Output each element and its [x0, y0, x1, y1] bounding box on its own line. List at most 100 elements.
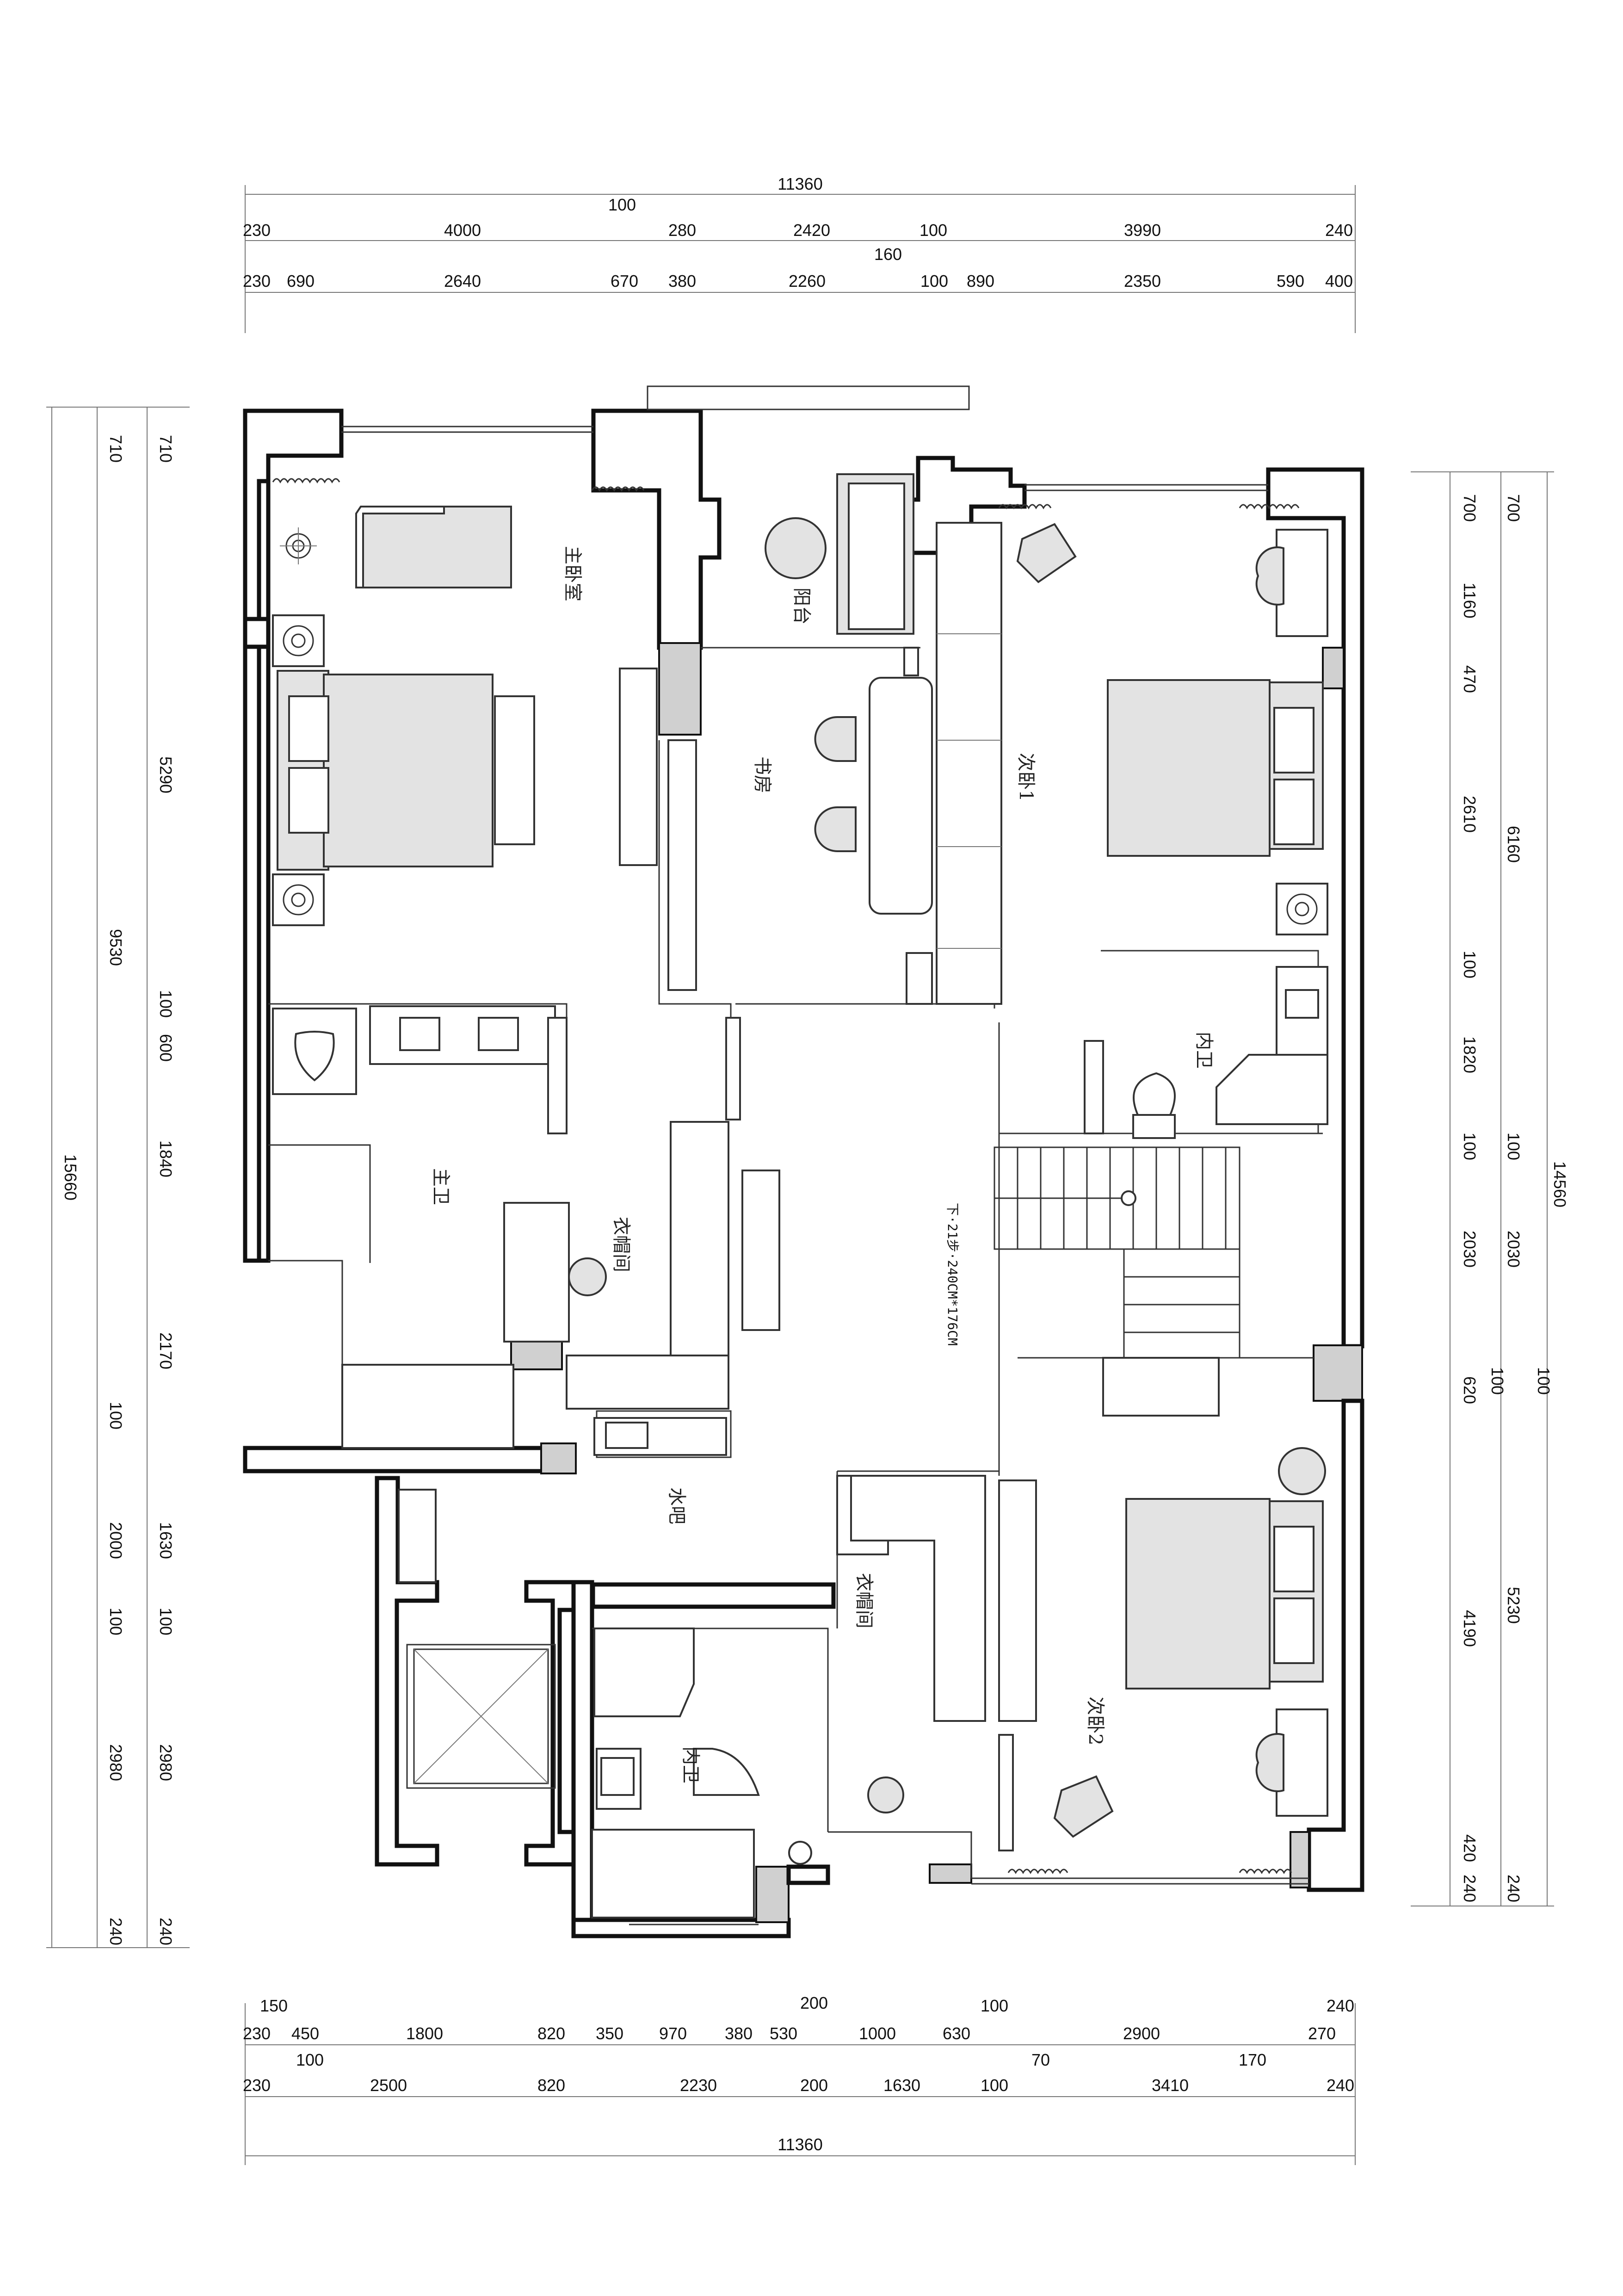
right-inner-dim: 620: [1460, 1376, 1479, 1404]
water-bar-label: 水吧: [666, 1487, 687, 1524]
left-outer-dim: 2980: [106, 1744, 125, 1781]
bottom-row1-dim: 630: [943, 2024, 970, 2043]
bedroom2-furniture: [1007, 1447, 1328, 1875]
left-outer-dim: 2000: [106, 1522, 125, 1559]
bottom-100-dim: 100: [296, 2050, 324, 2069]
master-bedroom-furniture: [272, 478, 658, 926]
right-inner-dim: 240: [1460, 1875, 1479, 1902]
right-inner-dim: 420: [1460, 1834, 1479, 1862]
right-inner-dim: 100: [1460, 1133, 1479, 1160]
master-closet-label: 衣帽间: [611, 1217, 632, 1272]
bottom-row1-dim: 970: [659, 2024, 687, 2043]
top-row2-dim: 670: [611, 272, 638, 291]
right-inner-dim: 2030: [1460, 1231, 1479, 1268]
bedroom2-label: 次卧2: [1085, 1696, 1106, 1745]
top-row1-dim: 230: [243, 221, 271, 240]
master-bedroom-label: 主卧室: [562, 546, 583, 601]
right-outer-dim: 240: [1504, 1875, 1523, 1902]
bottom-row1-dim: 450: [291, 2024, 319, 2043]
bottom-70-dim: 70: [1031, 2050, 1050, 2069]
windows: [341, 385, 1309, 1925]
bottom-row3-dim: 1630: [883, 2076, 920, 2095]
right-inner-dim: 1160: [1460, 582, 1479, 618]
right-outer-dim: 2030: [1504, 1231, 1523, 1268]
master-bath-furniture: [272, 1005, 570, 1449]
bottom-row1-dim: 1000: [859, 2024, 896, 2043]
left-outer-dim: 240: [106, 1918, 125, 1945]
left-lone-100-dim: 100: [106, 1402, 125, 1430]
top-row2-dim: 890: [967, 272, 994, 291]
right-inner-dim: 470: [1460, 665, 1479, 693]
bottom-row3-dim: 200: [800, 2076, 828, 2095]
closet2-label: 衣帽间: [853, 1573, 875, 1628]
bottom-dimensions: 150 200 100 240 230 450 1800 820 350 970…: [243, 1993, 1356, 2165]
top-row2-dim: 590: [1277, 272, 1304, 291]
ensuite1-furniture: [1084, 966, 1328, 1139]
room-labels: 主卧室 阳台 书房 次卧1 内卫 主卫 衣帽间 水吧 衣帽间 内卫 次卧2 下·…: [430, 546, 1215, 1783]
bottom-row3-dim: 230: [243, 2076, 271, 2095]
top-160-dim: 160: [874, 245, 902, 264]
left-inner-dim: 100: [156, 990, 175, 1018]
bottom-row3-dim: 240: [1327, 2076, 1354, 2095]
master-closet-furniture: [566, 1017, 780, 1410]
left-inner-dim: 5290: [156, 756, 175, 793]
top-row1-dim: 3990: [1124, 221, 1161, 240]
left-inner-dim: 100: [156, 1608, 175, 1635]
top-row2-dim: 100: [920, 272, 948, 291]
top-row2-dim: 400: [1325, 272, 1353, 291]
study-label: 书房: [752, 756, 773, 793]
right-total-dim: 14560: [1550, 1161, 1569, 1207]
left-outer-dim: 710: [106, 435, 125, 463]
left-inner-dim: 240: [156, 1918, 175, 1945]
right-inner-dim: 700: [1460, 494, 1479, 522]
left-dimensions: 15660 9530 710 2000 100 2980 240 100 710…: [46, 407, 190, 1948]
top-100-dim: 100: [608, 195, 636, 214]
left-inner-dim: 2980: [156, 1744, 175, 1781]
bottom-total-dim: 11360: [778, 2135, 822, 2154]
bottom-row3-dim: 3410: [1152, 2076, 1189, 2095]
top-row2-dim: 230: [243, 272, 271, 291]
right-inner-dim: 2610: [1460, 796, 1479, 833]
left-outer-dim: 100: [106, 1608, 125, 1635]
right-outer-dim: 100: [1488, 1367, 1507, 1395]
bottom-200-dim: 200: [800, 1993, 828, 2012]
bedroom1-furniture: [998, 504, 1328, 935]
bottom-100-dim: 100: [981, 1996, 1008, 2015]
top-row1-dim: 4000: [444, 221, 481, 240]
bottom-row1-dim: 1800: [406, 2024, 443, 2043]
left-9530-dim: 9530: [106, 929, 125, 966]
bottom-row1-dim: 820: [537, 2024, 565, 2043]
top-row1-dim: 240: [1325, 221, 1353, 240]
right-6160-dim: 6160: [1504, 826, 1523, 863]
bottom-240-dim: 240: [1327, 1996, 1354, 2015]
bottom-row3-dim: 2500: [370, 2076, 407, 2095]
bottom-row1-dim: 230: [243, 2024, 271, 2043]
top-row2-dim: 690: [287, 272, 315, 291]
top-row2-dim: 2350: [1124, 272, 1161, 291]
master-bath-label: 主卫: [430, 1168, 451, 1205]
right-5230-dim: 5230: [1504, 1587, 1523, 1624]
bottom-row1-dim: 350: [596, 2024, 623, 2043]
right-dimensions: 700 1160 470 2610 100 1820 100 2030 620 …: [1411, 471, 1569, 1906]
bottom-row1-dim: 270: [1308, 2024, 1336, 2043]
bottom-170-dim: 170: [1239, 2050, 1266, 2069]
left-total-dim: 15660: [61, 1154, 80, 1201]
balcony-study-furniture: [667, 473, 1002, 1005]
bottom-row1-dim: 530: [770, 2024, 797, 2043]
bottom-row3-dim: 100: [981, 2076, 1008, 2095]
right-outer-dim: 700: [1504, 494, 1523, 522]
right-inner-dim: 1820: [1460, 1036, 1479, 1073]
ensuite1-label: 内卫: [1193, 1032, 1215, 1069]
stair-note: 下·21步·240CM*176CM: [945, 1203, 960, 1346]
bottom-row3-dim: 820: [537, 2076, 565, 2095]
bottom-row3-dim: 2230: [680, 2076, 717, 2095]
left-inner-dim: 710: [156, 435, 175, 463]
bottom-row1-dim: 380: [725, 2024, 753, 2043]
bottom-150-dim: 150: [260, 1996, 288, 2015]
ensuite2-label: 内卫: [680, 1746, 701, 1783]
top-row2-dim: 380: [668, 272, 696, 291]
top-row1-dim: 2420: [793, 221, 830, 240]
top-dimensions: 11360 100 230 4000 280 2420 100 3990 240…: [243, 174, 1356, 333]
left-inner-dim: 1840: [156, 1140, 175, 1177]
